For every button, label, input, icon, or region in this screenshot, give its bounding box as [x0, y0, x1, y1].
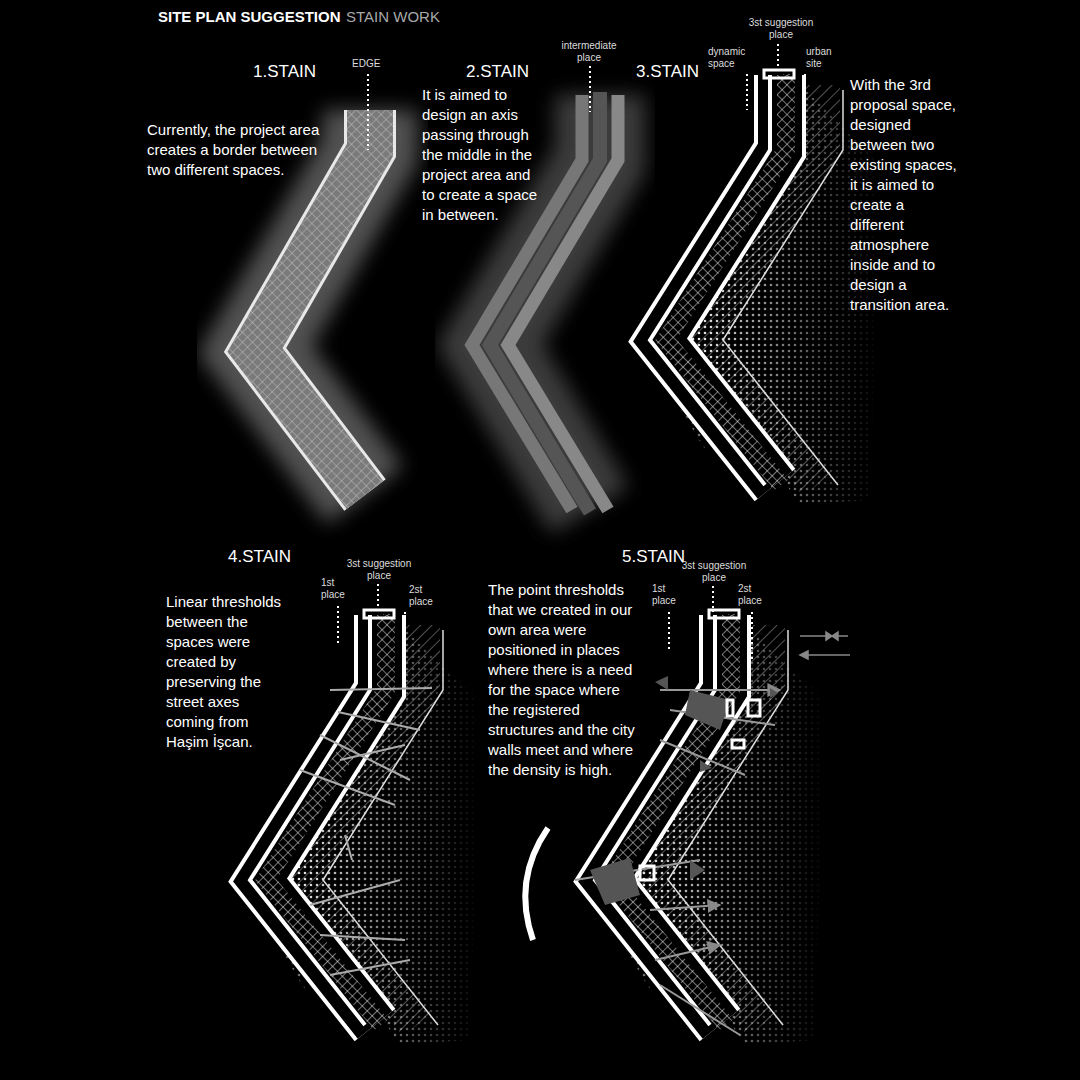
description-text: The point thresholds that we created in …	[488, 580, 635, 780]
leader-line	[377, 584, 379, 612]
description-text: Currently, the project area creates a bo…	[147, 120, 322, 180]
stain-4	[240, 584, 480, 1045]
leader-line	[337, 606, 339, 645]
place-label: 3st suggestion place	[673, 560, 755, 584]
place-label: EDGE	[352, 58, 380, 70]
place-label: 1st place	[652, 583, 684, 607]
stain-3	[640, 44, 880, 505]
description-text: Linear thresholds between the spaces wer…	[166, 592, 290, 752]
leader-line	[668, 612, 670, 650]
description-text: It is aimed to design an axis passing th…	[422, 85, 546, 225]
place-label: 3st suggestion place	[740, 17, 822, 41]
threshold-lines	[300, 688, 432, 975]
leader-line	[751, 612, 753, 660]
place-label: 2st place	[738, 583, 770, 607]
stain-heading: 5.STAIN	[622, 545, 685, 568]
leader-line	[804, 74, 806, 130]
description-text: With the 3rd proposal space, designed be…	[850, 75, 960, 315]
place-label: 1st place	[321, 577, 353, 601]
stain-heading: 2.STAIN	[466, 60, 529, 83]
place-label: dynamic space	[708, 46, 750, 70]
title: SITE PLAN SUGGESTION	[158, 7, 341, 27]
stain-heading: 4.STAIN	[228, 545, 291, 568]
city-wall	[525, 828, 548, 940]
place-label: intermediate place	[552, 40, 626, 64]
leader-line	[589, 66, 591, 112]
stain-heading: 1.STAIN	[253, 60, 316, 83]
subtitle: STAIN WORK	[346, 7, 440, 27]
place-label: 2st place	[409, 584, 441, 608]
place-label: urban site	[806, 46, 840, 70]
place-label: 3st suggestion place	[338, 558, 420, 582]
stain-heading: 3.STAIN	[636, 60, 699, 83]
leader-line	[404, 612, 406, 660]
leader-line	[746, 74, 748, 110]
registered-structures	[640, 700, 760, 880]
leader-line	[777, 44, 779, 72]
leader-line	[367, 74, 369, 150]
leader-line	[712, 586, 714, 612]
direction-symbols	[800, 632, 850, 659]
point-thresholds	[590, 676, 778, 905]
